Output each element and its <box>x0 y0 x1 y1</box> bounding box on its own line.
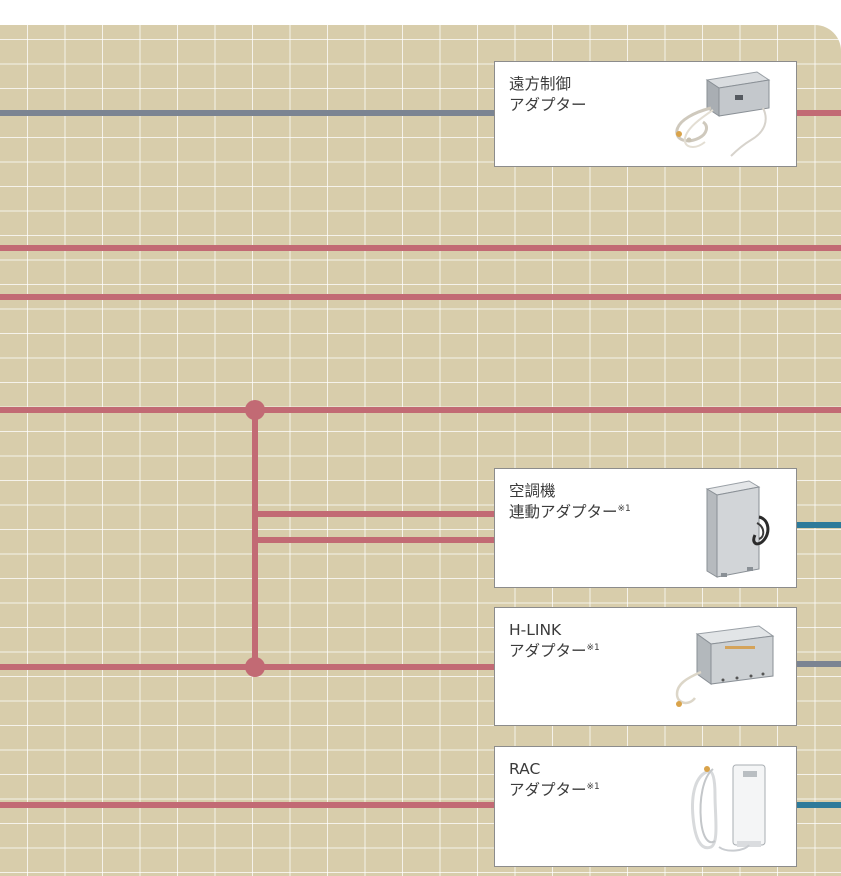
aircon-link-adapter-label: 空調機 連動アダプター※1 <box>509 481 631 523</box>
teal-wire-aircon-out <box>797 522 841 528</box>
h-link-adapter-label-line1: H-LINK <box>509 621 562 639</box>
rac-adapter-label-line2: アダプター <box>509 781 587 799</box>
remote-control-adapter-label-line2: アダプター <box>509 96 587 114</box>
wiring-diagram-board: 遠方制御 アダプター 空調機 連動アダプター※1 <box>0 25 841 876</box>
aircon-link-adapter-icon <box>705 480 770 578</box>
aircon-link-adapter-label-line1: 空調機 <box>509 482 556 500</box>
h-link-adapter-label: H-LINK アダプター※1 <box>509 620 600 662</box>
pink-wire-3 <box>0 294 841 300</box>
pink-wire-4 <box>0 407 841 413</box>
h-link-adapter-icon <box>675 625 775 707</box>
remote-control-adapter-label: 遠方制御 アダプター <box>509 74 587 116</box>
rac-adapter-note: ※1 <box>586 781 600 792</box>
aircon-link-adapter-note: ※1 <box>617 503 631 514</box>
pink-wire-rac-in <box>0 802 494 808</box>
gray-wire-hlink-out <box>797 661 841 667</box>
h-link-adapter-card: H-LINK アダプター※1 <box>494 607 797 726</box>
rac-adapter-label: RAC アダプター※1 <box>509 759 600 801</box>
branch-wire-aircon-upper <box>252 511 494 517</box>
remote-control-adapter-icon <box>675 71 771 157</box>
branch-wire-aircon-lower <box>252 537 494 543</box>
vertical-branch-wire <box>252 410 258 667</box>
remote-control-adapter-card: 遠方制御 アダプター <box>494 61 797 167</box>
aircon-link-adapter-card: 空調機 連動アダプター※1 <box>494 468 797 588</box>
junction-node-upper <box>245 400 265 420</box>
gray-wire-remote-in <box>0 110 494 116</box>
junction-node-lower <box>245 657 265 677</box>
rac-adapter-label-line1: RAC <box>509 760 541 778</box>
rac-adapter-icon <box>691 764 766 852</box>
teal-wire-rac-out <box>797 802 841 808</box>
remote-control-adapter-label-line1: 遠方制御 <box>509 75 572 93</box>
aircon-link-adapter-label-line2: 連動アダプター <box>509 503 618 521</box>
pink-wire-2 <box>0 245 841 251</box>
h-link-adapter-note: ※1 <box>586 642 600 653</box>
pink-wire-remote-out <box>797 110 841 116</box>
rac-adapter-card: RAC アダプター※1 <box>494 746 797 867</box>
h-link-adapter-label-line2: アダプター <box>509 642 587 660</box>
